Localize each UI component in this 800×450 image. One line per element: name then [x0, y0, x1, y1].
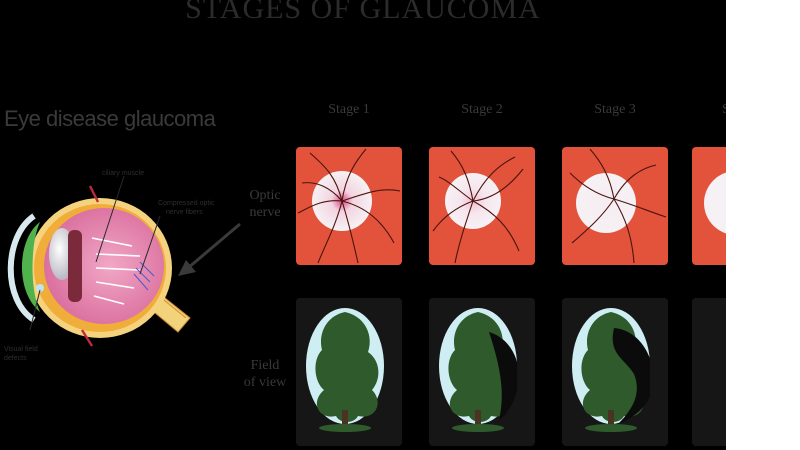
- grass: [319, 424, 371, 432]
- vision-loss-area: [489, 332, 520, 420]
- eye-cross-section: ciliary muscle Compressed optic nerve fi…: [0, 150, 260, 390]
- stage-1-label: Stage 1: [328, 102, 370, 117]
- grass: [585, 424, 637, 432]
- iris: [21, 222, 40, 312]
- stage-4-label: S: [722, 102, 726, 117]
- retinal-vessels: [297, 148, 401, 264]
- grass: [452, 424, 504, 432]
- optic-nerve-row-label: Optic nerve: [236, 187, 294, 221]
- optic-nerve-panel-stage-3: [562, 147, 668, 265]
- optic-nerve-panel-stage-1: [296, 147, 402, 265]
- field-of-view-label-line-2: of view: [243, 375, 287, 390]
- optic-disc: [704, 172, 726, 234]
- eye-muscle-top: [88, 185, 100, 203]
- stage-2-label: Stage 2: [461, 102, 503, 117]
- eye-label-right-line-2: nerve fibers: [166, 209, 203, 216]
- stage-3-label: Stage 3: [594, 102, 636, 117]
- eye-label-bottom-line-2: defects: [4, 355, 27, 362]
- optic-nerve-label-line-1: Optic: [249, 188, 281, 203]
- tree-trunk: [342, 410, 348, 430]
- optic-arrow-head: [178, 260, 196, 276]
- ciliary-body: [68, 230, 82, 302]
- cornea: [7, 213, 36, 323]
- tree-trunk: [608, 410, 614, 430]
- field-of-view-panel-stage-1: [296, 298, 402, 446]
- field-of-view-label-line-1: Field: [250, 358, 280, 373]
- field-of-view-panel-stage-4: [692, 298, 726, 446]
- optic-nerve-panel-stage-4: [692, 147, 726, 265]
- pointer-line-right: [139, 215, 161, 275]
- diagram-subtitle: Eye disease glaucoma: [4, 106, 216, 131]
- field-panel-bg: [692, 298, 726, 446]
- eye-label-right-line-1: Compressed optic: [158, 200, 215, 207]
- field-of-view-panel-stage-2: [429, 298, 535, 446]
- vision-loss-area: [612, 328, 654, 424]
- optic-nerve-panel-stage-2: [429, 147, 535, 265]
- optic-arrow-line: [187, 222, 241, 270]
- retinal-vessels: [432, 150, 524, 264]
- field-of-view-row-label: Field of view: [236, 357, 294, 391]
- glaucoma-diagram: STAGES OF GLAUCOMA Eye disease glaucoma …: [0, 0, 726, 450]
- pointer-line-bottom: [29, 289, 41, 331]
- optic-nerve-label-line-2: nerve: [249, 205, 281, 220]
- eye-muscle-bottom: [80, 329, 94, 347]
- eye-label-bottom-line-1: Visual field: [4, 346, 38, 353]
- retinal-vessels: [569, 148, 667, 264]
- nerve-fibers: [133, 261, 155, 291]
- visual-field-defect-marker: [36, 284, 44, 292]
- pointer-line-top: [95, 175, 125, 263]
- pressure-arrows: [91, 237, 141, 305]
- field-of-view-panel-stage-3: [562, 298, 668, 446]
- tree: [315, 312, 379, 422]
- page-title: STAGES OF GLAUCOMA: [185, 0, 541, 25]
- eye-label-top: ciliary muscle: [102, 170, 145, 177]
- tree-trunk: [475, 410, 481, 430]
